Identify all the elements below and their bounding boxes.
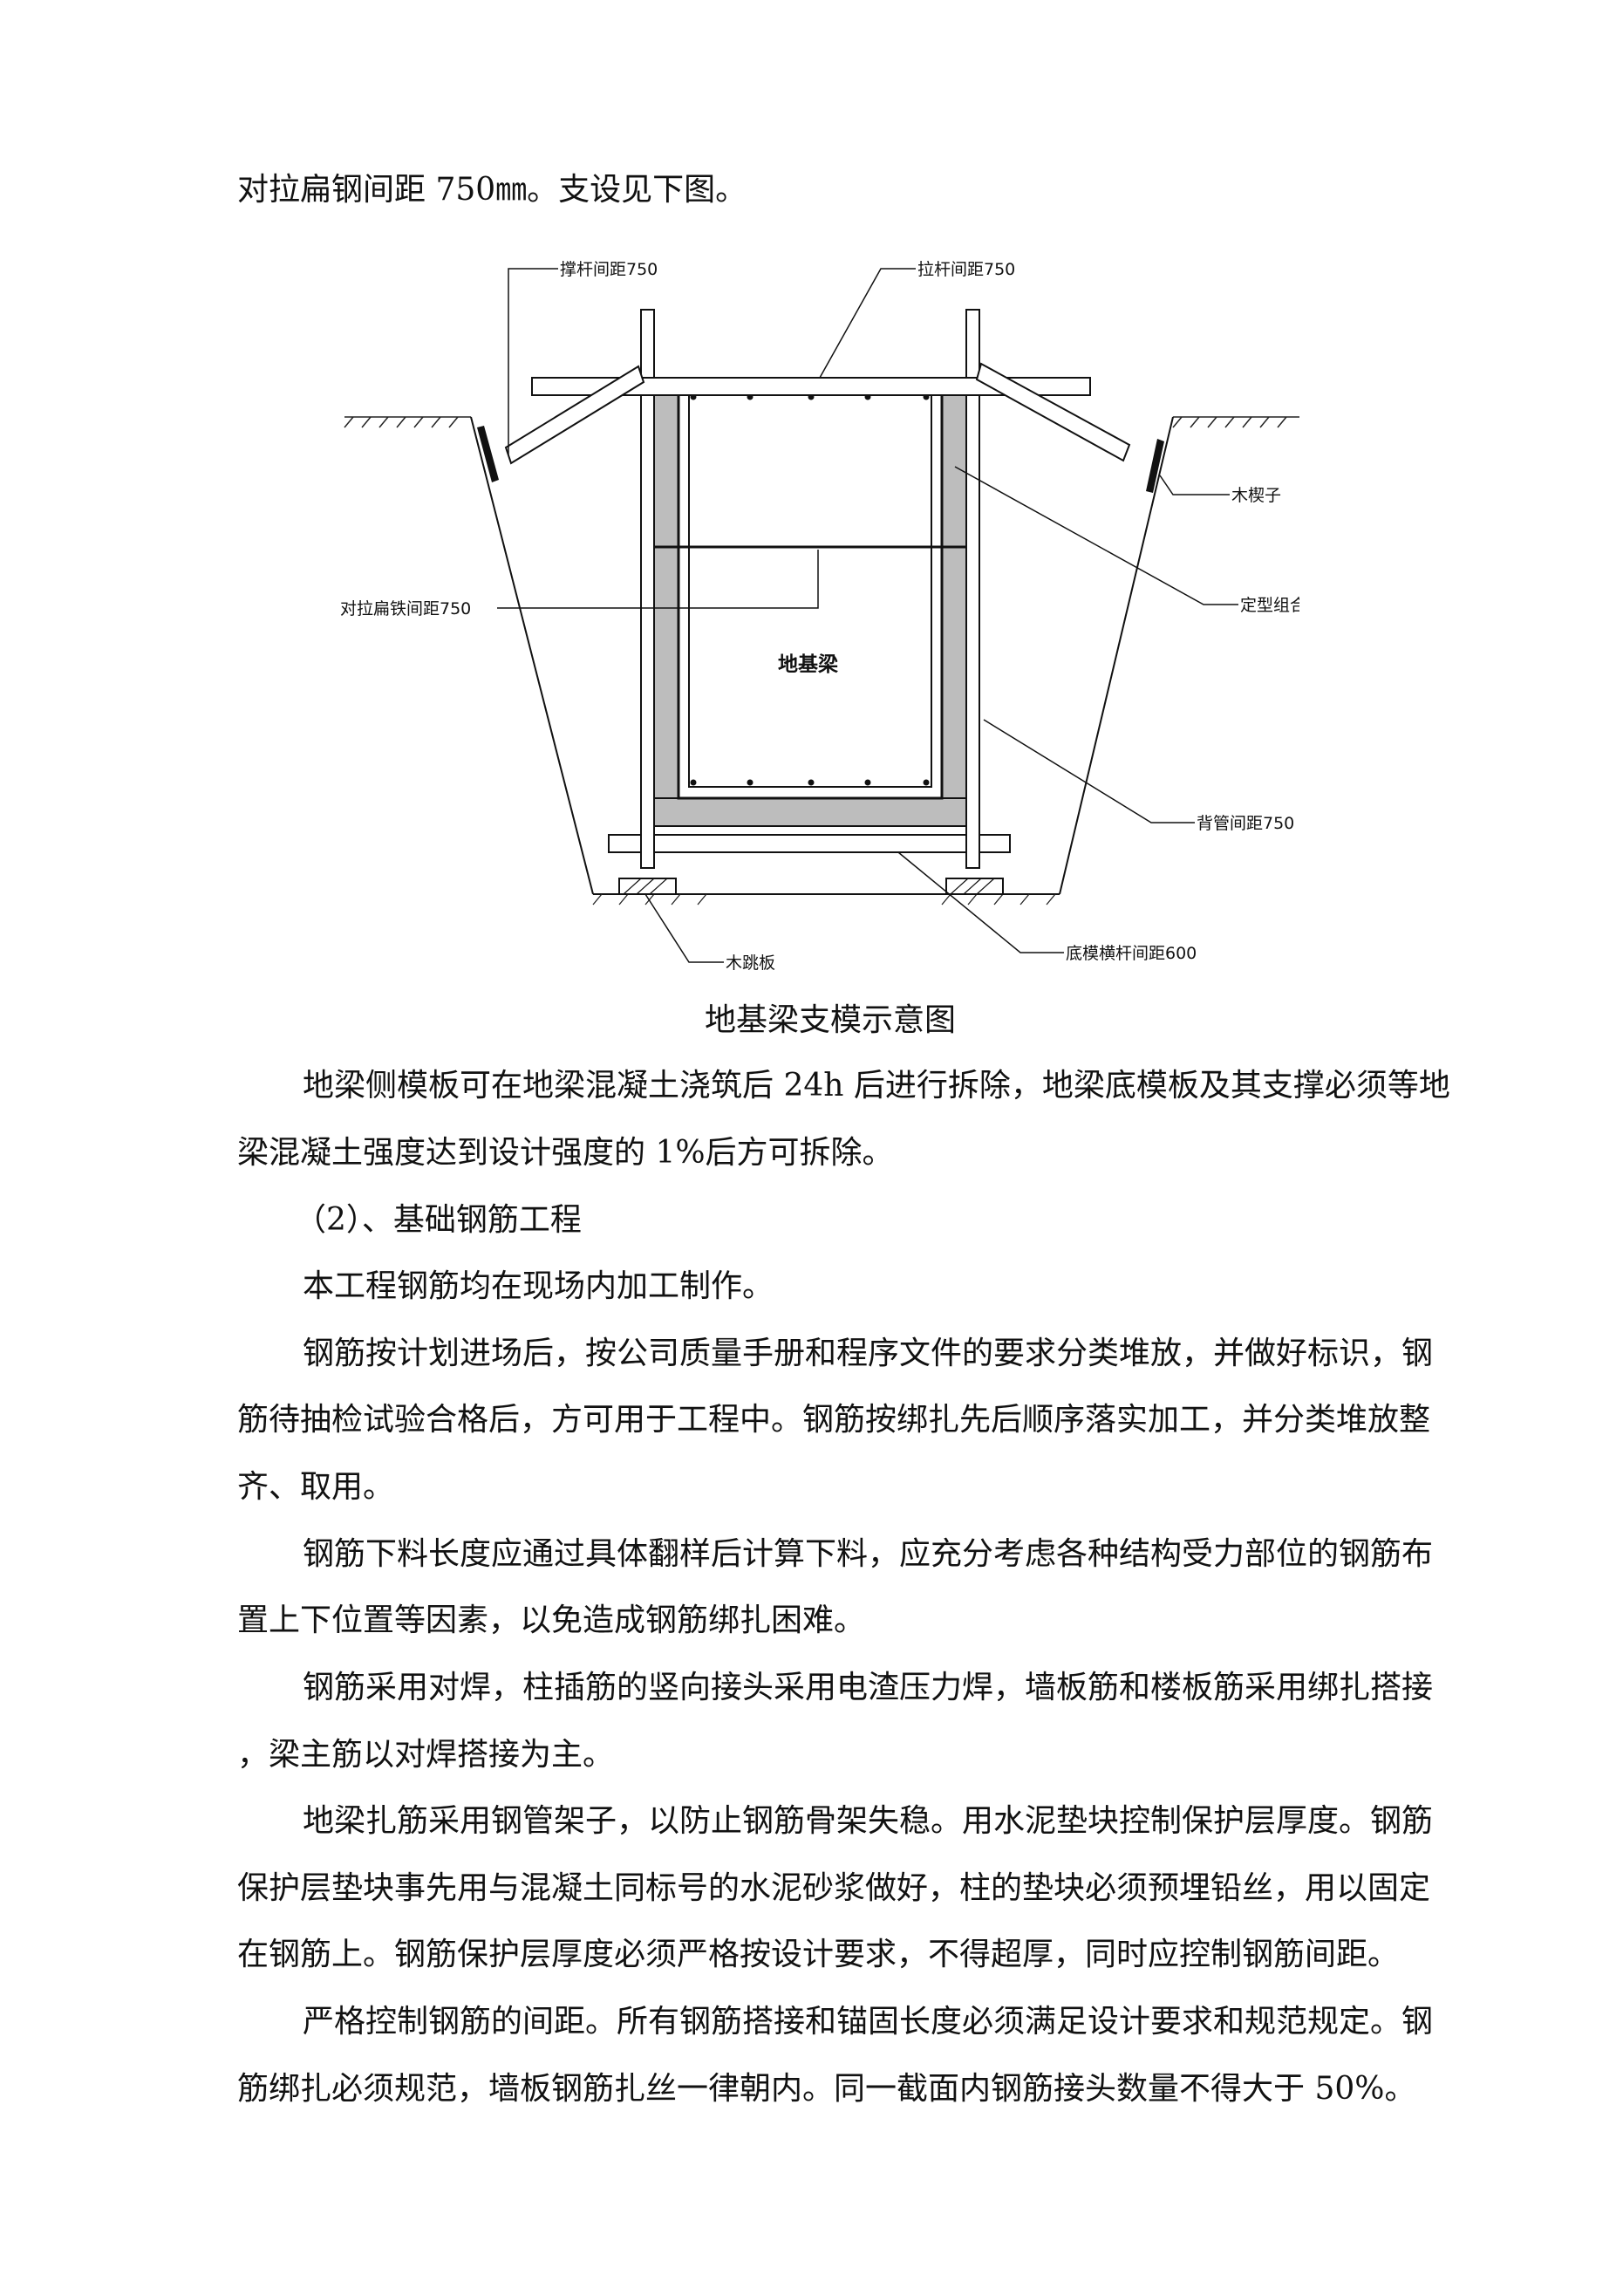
label-tie-rod-spacing: 拉杆间距750: [917, 260, 1015, 279]
bottom-formwork-rail: [608, 834, 1011, 853]
leader-lines: [497, 268, 1238, 963]
label-steel-formwork: 定型组合钢模: [1240, 596, 1299, 615]
paragraph-line: 本工程钢筋均在现场内加工制作。: [303, 1268, 774, 1304]
paragraph-line: 在钢筋上。钢筋保护层厚度必须严格按设计要求，不得超厚，同时应控制钢筋间距。: [237, 1937, 1400, 1972]
wood-wedge-right: [1146, 439, 1164, 493]
strut-left: [504, 365, 645, 465]
paragraph-line: 钢筋按计划进场后，按公司质量手册和程序文件的要求分类堆放，并做好标识，钢: [303, 1336, 1434, 1371]
back-pipe-left: [640, 309, 655, 869]
paragraph-line: 置上下位置等因素，以免造成钢筋绑扎困难。: [237, 1602, 866, 1638]
paragraph-line: ，梁主筋以对焊搭接为主。: [237, 1737, 615, 1773]
label-strut-spacing: 撑杆间距750: [560, 260, 658, 279]
paragraph-line: 筋待抽检试验合格后，方可用于工程中。钢筋按绑扎先后顺序落实加工，并分类堆放整: [237, 1402, 1431, 1438]
label-wood-plank: 木跳板: [726, 953, 775, 973]
wood-wedge-left: [477, 426, 499, 482]
wood-plank-left: [618, 878, 677, 895]
paragraph-line: 齐、取用。: [237, 1469, 395, 1505]
label-bottom-rail-spacing: 底模横杆间距600: [1066, 944, 1197, 963]
paragraph-line: 地梁侧模板可在地梁混凝土浇筑后 24h 后进行拆除，地梁底模板及其支撑必须等地: [303, 1068, 1450, 1104]
paragraph-line: 保护层垫块事先用与混凝土同标号的水泥砂浆做好，柱的垫块必须预埋铅丝，用以固定: [237, 1870, 1431, 1906]
top-tie-rod: [531, 377, 1091, 396]
foundation-beam-formwork-diagram: 撑杆间距750 拉杆间距750 木楔子 定型组合钢模 对拉扁铁间距750 地基梁…: [340, 260, 1299, 973]
paragraph-line: 梁混凝土强度达到设计强度的 1%后方可拆除。: [237, 1135, 894, 1171]
figure-caption: 地基梁支模示意图: [705, 1002, 957, 1038]
section-heading: （2）、基础钢筋工程: [295, 1202, 582, 1238]
beam-section: [677, 379, 944, 800]
wood-plank-right: [945, 878, 1004, 895]
intro-line: 对拉扁钢间距 750㎜。支设见下图。: [237, 172, 747, 208]
label-back-pipe-spacing: 背管间距750: [1197, 814, 1294, 833]
label-beam: 地基梁: [778, 653, 838, 676]
paragraph-line: 钢筋下料长度应通过具体翻样后计算下料，应充分考虑各种结构受力部位的钢筋布: [303, 1536, 1434, 1572]
ground-hatch-right: [1172, 416, 1299, 428]
paragraph-line: 筋绑扎必须规范，墙板钢筋扎丝一律朝内。同一截面内钢筋接头数量不得大于 50%。: [237, 2071, 1416, 2107]
paragraph-line: 钢筋采用对焊，柱插筋的竖向接头采用电渣压力焊，墙板筋和楼板筋采用绑扎搭接: [303, 1670, 1434, 1705]
steel-formwork: [653, 380, 967, 827]
back-pipe-right: [965, 309, 980, 869]
label-flat-iron-spacing: 对拉扁铁间距750: [340, 599, 471, 618]
label-wood-wedge: 木楔子: [1231, 486, 1281, 505]
paragraph-line: 地梁扎筋采用钢管架子，以防止钢筋骨架失稳。用水泥垫块控制保护层厚度。钢筋: [303, 1803, 1434, 1839]
paragraph-line: 严格控制钢筋的间距。所有钢筋搭接和锚固长度必须满足设计要求和规范规定。钢: [303, 2004, 1434, 2040]
strut-right: [975, 362, 1131, 462]
trench-bottom-hatch: [592, 893, 1056, 905]
ground-hatch-left: [344, 416, 471, 428]
